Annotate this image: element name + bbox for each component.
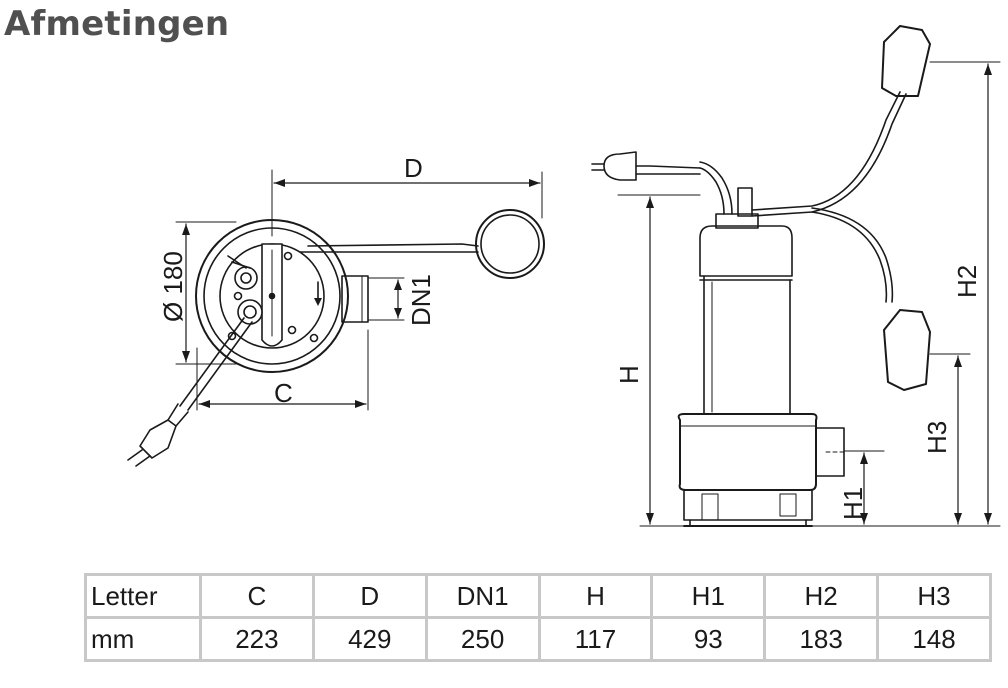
dim-label-h1: H1	[838, 487, 868, 520]
page-title: Afmetingen	[4, 4, 230, 44]
dim-label-h3: H3	[922, 421, 952, 454]
table-header-row: Letter C D DN1 H H1 H2 H3	[84, 573, 992, 619]
table-cell: 148	[876, 616, 992, 662]
pump-side-view	[591, 25, 1001, 527]
dim-label-d: D	[404, 153, 423, 183]
table-cell: D	[311, 573, 428, 619]
table-cell: 429	[311, 616, 428, 662]
table-cell: mm	[84, 616, 202, 662]
pump-top-view	[127, 169, 545, 467]
table-cell: 223	[199, 616, 315, 662]
table-row: mm 223 429 250 117 93 183 148	[84, 616, 992, 662]
table-cell: H	[537, 573, 654, 619]
dim-label-dn1: DN1	[406, 274, 436, 326]
table-cell: C	[199, 573, 315, 619]
dim-label-h2: H2	[952, 265, 982, 298]
table-cell: 93	[650, 616, 767, 662]
table-cell: 117	[537, 616, 654, 662]
dimensions-table: Letter C D DN1 H H1 H2 H3 mm 223 429 250…	[84, 573, 992, 662]
dim-label-c: C	[274, 378, 293, 408]
table-cell: H2	[763, 573, 880, 619]
table-cell: 250	[424, 616, 541, 662]
table-cell: DN1	[424, 573, 541, 619]
dim-label-diameter: Ø 180	[158, 251, 188, 322]
pump-dimension-drawing: D Ø 180 DN1 C H H2 H3 H1	[127, 25, 1001, 527]
table-cell: 183	[763, 616, 880, 662]
table-cell: H3	[876, 573, 992, 619]
table-cell: H1	[650, 573, 767, 619]
table-cell: Letter	[84, 573, 202, 619]
dim-label-h: H	[614, 365, 644, 384]
